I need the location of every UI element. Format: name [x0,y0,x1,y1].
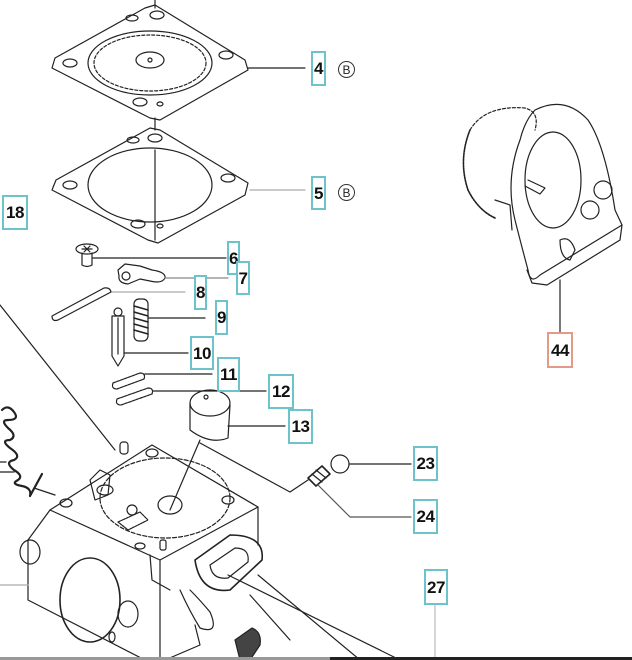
intake-adapter-part [462,103,623,286]
assembly-line [257,574,361,660]
screw-part [75,243,99,268]
callout-12[interactable]: 12 [268,374,294,409]
callout-4[interactable]: 4 [311,51,326,86]
callout-7[interactable]: 7 [236,261,250,295]
bottom-edge [0,657,632,660]
marker-b-icon: B [338,61,355,78]
callout-8[interactable]: 8 [194,275,207,310]
callout-44-highlighted[interactable]: 44 [547,332,573,368]
leader-line-24 [317,484,412,518]
callout-27[interactable]: 27 [424,569,448,605]
callout-18[interactable]: 18 [2,195,28,230]
lever-part [117,263,166,285]
carburetor-body-part [19,441,263,660]
small-spring-part [307,465,331,487]
callout-23[interactable]: 23 [413,446,438,481]
gasket-part [51,127,249,244]
callout-10[interactable]: 10 [190,336,214,370]
assembly-line [249,594,291,641]
seal-upper-part [111,372,146,390]
callout-5[interactable]: 5 [311,176,326,210]
assembly-line-23 [199,442,309,493]
callout-11[interactable]: 11 [217,357,240,392]
ball-part [330,454,350,474]
adjust-screw-part [234,627,261,660]
leader-line-18 [0,304,116,451]
diaphragm-part [51,0,249,121]
spring-part [133,298,149,342]
marker-b-icon: B [338,184,355,201]
needle-valve-part [111,307,125,367]
shaft-part [51,287,112,322]
filter-cap-part [189,389,231,441]
assembly-line [169,439,201,511]
seal-lower-part [115,387,154,406]
coil-spring-part [0,406,56,498]
assembly-line [227,574,401,660]
callout-13[interactable]: 13 [288,409,313,444]
callout-24[interactable]: 24 [413,499,438,534]
callout-9[interactable]: 9 [215,300,228,335]
bottom-edge-segment [0,657,330,660]
